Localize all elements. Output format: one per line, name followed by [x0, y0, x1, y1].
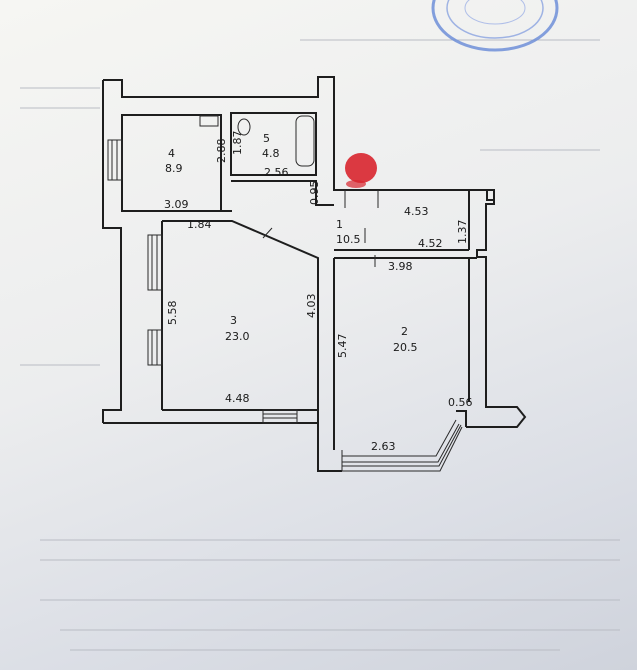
dim-1-37: 1.37 — [456, 220, 469, 245]
room-3-id: 3 — [230, 314, 237, 327]
dim-4-48: 4.48 — [225, 392, 250, 405]
room-4-area: 8.9 — [165, 162, 183, 175]
background-print-lines — [20, 39, 620, 651]
room-1-area: 10.5 — [336, 233, 361, 246]
bathroom-fixtures — [199, 115, 315, 167]
room-labels: 4 8.9 5 4.8 1 10.5 3 23.0 2 20.5 — [165, 132, 418, 354]
dim-2-63: 2.63 — [371, 440, 396, 453]
dim-2-56: 2.56 — [264, 166, 289, 179]
dim-5-47: 5.47 — [336, 334, 349, 359]
dim-3-98: 3.98 — [388, 260, 413, 273]
dim-5-58: 5.58 — [166, 301, 179, 326]
dim-4-53: 4.53 — [404, 205, 429, 218]
dim-1-87: 1.87 — [231, 131, 244, 156]
dim-3-09: 3.09 — [164, 198, 189, 211]
room-2-id: 2 — [401, 325, 408, 338]
room-2-area: 20.5 — [393, 341, 418, 354]
dim-4-03: 4.03 — [305, 294, 318, 319]
stamp-seal — [431, 0, 559, 52]
room-5-id: 5 — [263, 132, 270, 145]
dim-0-56: 0.56 — [448, 396, 473, 409]
bay-window — [341, 419, 463, 472]
room-4-id: 4 — [168, 147, 175, 160]
dimension-labels: 2.88 1.87 2.56 0.95 3.09 1.84 4.53 1.37 … — [164, 131, 473, 454]
room-1-id: 1 — [336, 218, 343, 231]
dim-0-95: 0.95 — [308, 181, 321, 206]
room-3-area: 23.0 — [225, 330, 250, 343]
door-marks — [262, 190, 379, 267]
dim-4-52: 4.52 — [418, 237, 443, 250]
windows — [107, 139, 298, 424]
room-5-area: 4.8 — [262, 147, 280, 160]
dim-1-84: 1.84 — [187, 218, 212, 231]
dim-2-88: 2.88 — [215, 139, 228, 164]
red-marker — [345, 153, 377, 188]
